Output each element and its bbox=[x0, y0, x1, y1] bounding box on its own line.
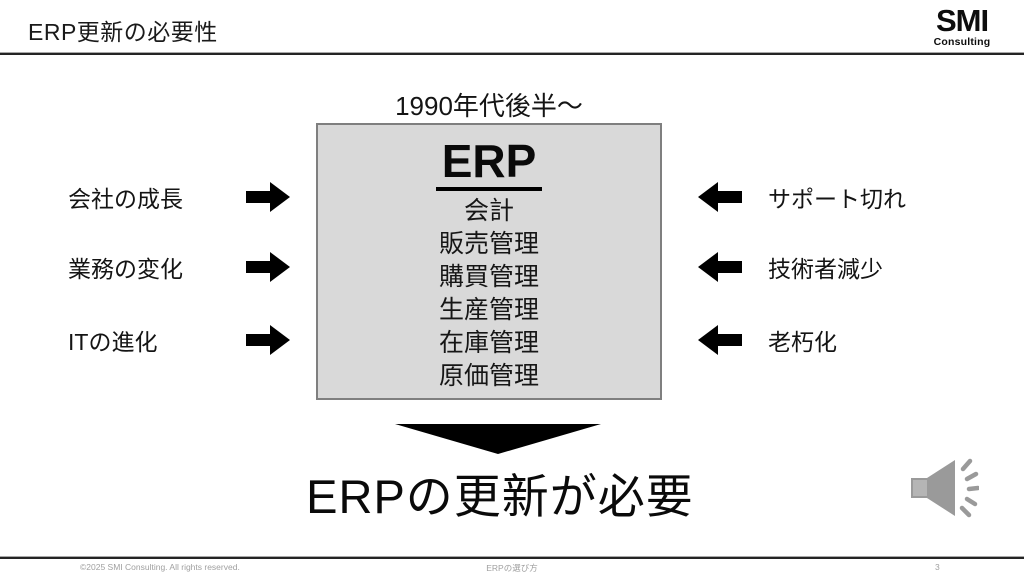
erp-box: ERP 会計 販売管理 購買管理 生産管理 在庫管理 原価管理 bbox=[316, 123, 662, 400]
footer-copyright: ©2025 SMI Consulting. All rights reserve… bbox=[80, 562, 240, 572]
factor-label: 会社の成長 bbox=[68, 186, 183, 212]
logo-text-sub: Consulting bbox=[933, 35, 991, 48]
title-separator-line bbox=[0, 52, 1024, 55]
left-factor-row: 業務の変化 bbox=[68, 250, 290, 284]
erp-module-item: 生産管理 bbox=[438, 296, 539, 325]
footer-separator-line bbox=[0, 556, 1024, 559]
company-logo: SMI Consulting bbox=[922, 3, 1002, 48]
left-factor-row: 会社の成長 bbox=[68, 180, 290, 214]
erp-module-item: 会計 bbox=[463, 197, 514, 226]
conclusion-text: ERPの更新が必要 bbox=[306, 470, 694, 523]
erp-module-item: 原価管理 bbox=[438, 362, 539, 391]
factor-label: 老朽化 bbox=[768, 329, 837, 355]
factor-label: 業務の変化 bbox=[68, 256, 183, 282]
logo-text-main: SMI bbox=[935, 3, 989, 38]
footer-doc-title: ERPの選び方 bbox=[486, 563, 538, 573]
right-arrow-icon bbox=[246, 182, 290, 212]
down-arrow-icon bbox=[395, 424, 601, 454]
erp-module-item: 購買管理 bbox=[438, 263, 539, 292]
right-arrow-icon bbox=[246, 252, 290, 282]
left-factor-row: ITの進化 bbox=[68, 323, 290, 357]
factor-label: 技術者減少 bbox=[768, 256, 883, 282]
erp-module-list: 会計 販売管理 購買管理 生産管理 在庫管理 原価管理 bbox=[318, 195, 660, 393]
erp-module-item: 在庫管理 bbox=[438, 329, 539, 358]
speaker-icon[interactable] bbox=[903, 452, 979, 524]
factor-label: ITの進化 bbox=[68, 329, 158, 355]
page-title: ERP更新の必要性 bbox=[28, 19, 218, 45]
right-factor-row: 老朽化 bbox=[698, 323, 928, 357]
footer-page-number: 3 bbox=[935, 562, 940, 572]
erp-module-item: 販売管理 bbox=[438, 230, 539, 259]
left-arrow-icon bbox=[698, 252, 742, 282]
right-arrow-icon bbox=[246, 325, 290, 355]
left-arrow-icon bbox=[698, 182, 742, 212]
left-arrow-icon bbox=[698, 325, 742, 355]
erp-box-heading: ERP bbox=[435, 137, 543, 192]
right-factor-row: 技術者減少 bbox=[698, 250, 928, 284]
era-label: 1990年代後半～ bbox=[395, 91, 583, 121]
right-factor-row: サポート切れ bbox=[698, 180, 928, 214]
factor-label: サポート切れ bbox=[768, 186, 906, 212]
